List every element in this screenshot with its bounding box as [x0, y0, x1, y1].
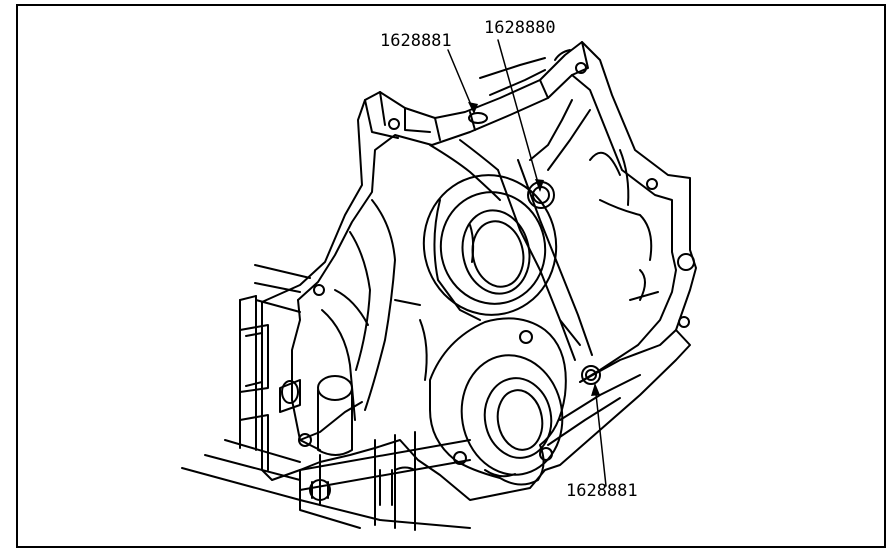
leader-lines [447, 39, 607, 487]
lower-seal-housing [429, 317, 567, 486]
callout-top-left: 1628881 [380, 31, 452, 51]
leader-arrowheads [468, 102, 600, 396]
bolt-holes [298, 62, 695, 447]
engine-block [181, 264, 471, 531]
upper-seal-housing [422, 174, 558, 316]
dowel-pipe [279, 375, 353, 501]
callout-bottom-right: 1628881 [566, 481, 638, 501]
callout-top-right: 1628880 [484, 18, 556, 38]
